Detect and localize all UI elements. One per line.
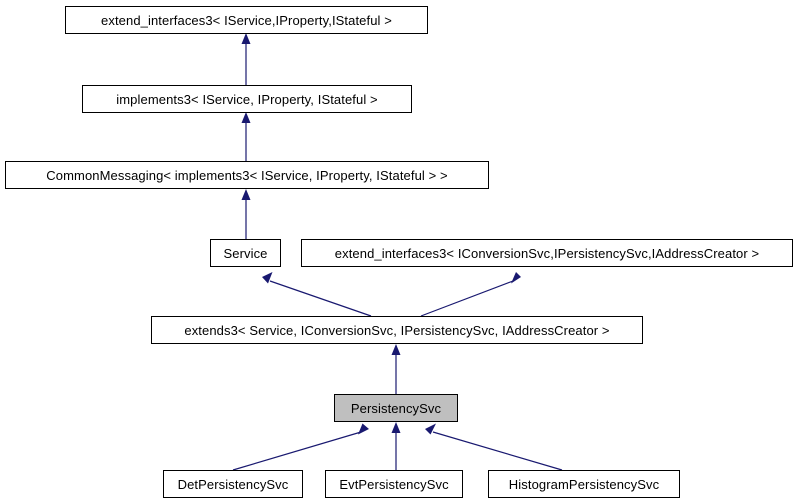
edge-detpersistencysvc-to-persistencysvc [232, 423, 369, 471]
edge-extends3-to-extend-interfaces3-conversion [420, 272, 521, 317]
class-node-histogram-persistency-svc[interactable]: HistogramPersistencySvc [488, 470, 680, 498]
class-node-label: PersistencySvc [350, 400, 442, 416]
class-node-label: implements3< IService, IProperty, IState… [116, 91, 378, 107]
edge-service-to-commonmessaging [241, 189, 251, 239]
class-node-extend-interfaces3-service[interactable]: extend_interfaces3< IService,IProperty,I… [65, 6, 428, 34]
class-node-implements3[interactable]: implements3< IService, IProperty, IState… [82, 85, 412, 113]
class-node-label: DetPersistencySvc [177, 476, 289, 492]
edge-evtpersistencysvc-to-persistencysvc [391, 422, 401, 470]
class-node-label: extends3< Service, IConversionSvc, IPers… [184, 322, 610, 338]
class-node-label: Service [223, 245, 268, 261]
edge-histogrampersistencysvc-to-persistencysvc [425, 423, 563, 471]
class-node-common-messaging[interactable]: CommonMessaging< implements3< IService, … [5, 161, 489, 189]
class-node-label: CommonMessaging< implements3< IService, … [46, 167, 448, 183]
class-node-service[interactable]: Service [210, 239, 281, 267]
class-node-det-persistency-svc[interactable]: DetPersistencySvc [163, 470, 303, 498]
class-node-extend-interfaces3-conversion[interactable]: extend_interfaces3< IConversionSvc,IPers… [301, 239, 793, 267]
class-node-label: HistogramPersistencySvc [508, 476, 660, 492]
edge-extends3-to-service [262, 272, 372, 317]
edge-implements3-to-extend-interfaces3 [241, 33, 251, 85]
class-node-label: EvtPersistencySvc [339, 476, 449, 492]
edge-commonmessaging-to-implements3 [241, 112, 251, 161]
class-node-evt-persistency-svc[interactable]: EvtPersistencySvc [325, 470, 463, 498]
edge-persistencysvc-to-extends3 [391, 344, 401, 394]
class-node-label: extend_interfaces3< IConversionSvc,IPers… [334, 245, 760, 261]
class-node-extends3[interactable]: extends3< Service, IConversionSvc, IPers… [151, 316, 643, 344]
class-node-label: extend_interfaces3< IService,IProperty,I… [101, 12, 392, 28]
class-node-persistency-svc[interactable]: PersistencySvc [334, 394, 458, 422]
